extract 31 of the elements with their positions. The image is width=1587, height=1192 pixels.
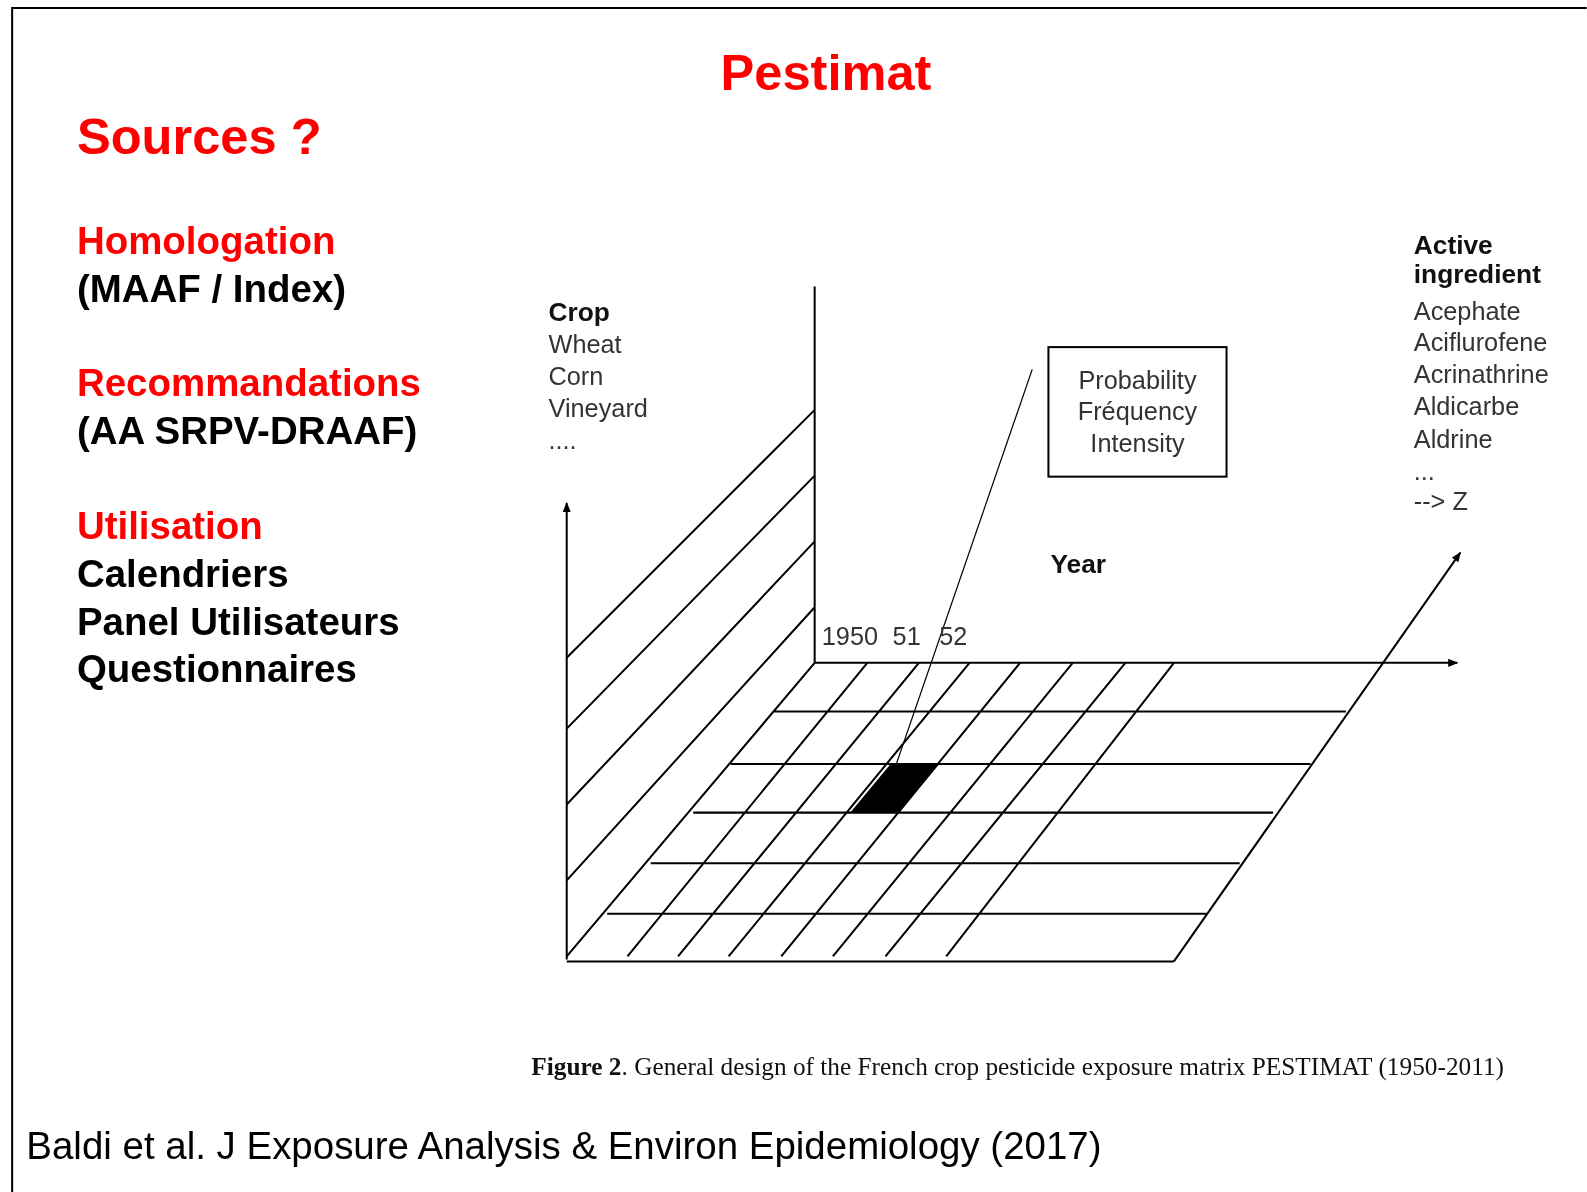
source-text: (MAAF / Index): [76, 268, 347, 311]
ellipsis: ...: [1413, 457, 1435, 486]
section-heading: Utilisation: [76, 506, 263, 549]
highlighted-cell: [850, 764, 940, 813]
section-heading: Recommandations: [76, 362, 421, 405]
crop-label: Wheat: [548, 330, 622, 359]
attribute-box: Probability Fréquency Intensity: [1047, 346, 1228, 478]
heading: Sources ?: [76, 109, 322, 165]
section-heading: Homologation: [76, 220, 336, 263]
ellipsis: ....: [548, 427, 577, 455]
source-text: Questionnaires: [76, 648, 357, 691]
ingredient-label: Aciflurofene: [1413, 328, 1548, 357]
axis-title: Crop: [548, 297, 610, 327]
ingredient-label: Aldrine: [1413, 426, 1493, 454]
ingredient-label: Aldicarbe: [1413, 392, 1520, 421]
ingredient-label: Acephate: [1413, 297, 1521, 326]
source-text: Panel Utilisateurs: [76, 601, 400, 644]
crop-label: Corn: [548, 362, 604, 391]
figure-caption: Figure 2. General design of the French crop pesticide exposure matrix PESTIMAT (1950-2011): [531, 1052, 1504, 1081]
title: Pestimat: [720, 45, 932, 102]
source-text: (AA SRPV-DRAAF): [76, 410, 418, 454]
year-label: 1950: [821, 622, 879, 651]
ingredient-label: --> Z: [1413, 487, 1468, 516]
year-label: 52: [939, 622, 968, 651]
citation: Baldi et al. J Exposure Analysis & Environ Epidemiology (2017): [26, 1125, 1102, 1168]
axis-title: Active ingredient: [1413, 230, 1542, 289]
source-text: Calendriers: [76, 553, 289, 596]
crop-label: Vineyard: [548, 394, 648, 423]
year-label: 51: [892, 622, 921, 651]
axis-title: Year: [1050, 549, 1107, 579]
ingredient-label: Acrinathrine: [1413, 360, 1549, 389]
